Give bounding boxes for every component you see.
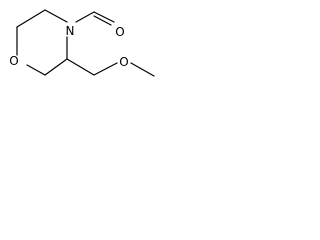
bond-oether-ch3 [130, 62, 155, 77]
carbonyl-oxygen-label: O [115, 25, 124, 39]
ring-nitrogen-label: N [66, 24, 75, 38]
molecule-structure: O N O O [9, 9, 155, 77]
atom-labels: O N O O [9, 24, 128, 69]
bond-c6-n4 [44, 9, 68, 23]
methoxymethyl-chain [66, 58, 155, 77]
ether-oxygen-label: O [119, 55, 128, 69]
bond-c3-ch2 [66, 58, 95, 76]
bond-ch2-oether [93, 62, 118, 76]
formyl-group [75, 11, 115, 26]
bond-c2-o1 [26, 64, 46, 76]
ring-oxygen-label: O [9, 54, 18, 68]
bond-c-o-double-1 [93, 11, 115, 23]
bond-c3-c2 [44, 58, 68, 76]
ring-bonds [16, 9, 68, 76]
bond-n4-cformyl [75, 11, 95, 23]
bond-c-o-double-2 [93, 15, 112, 26]
bond-c5-c6 [16, 9, 46, 28]
